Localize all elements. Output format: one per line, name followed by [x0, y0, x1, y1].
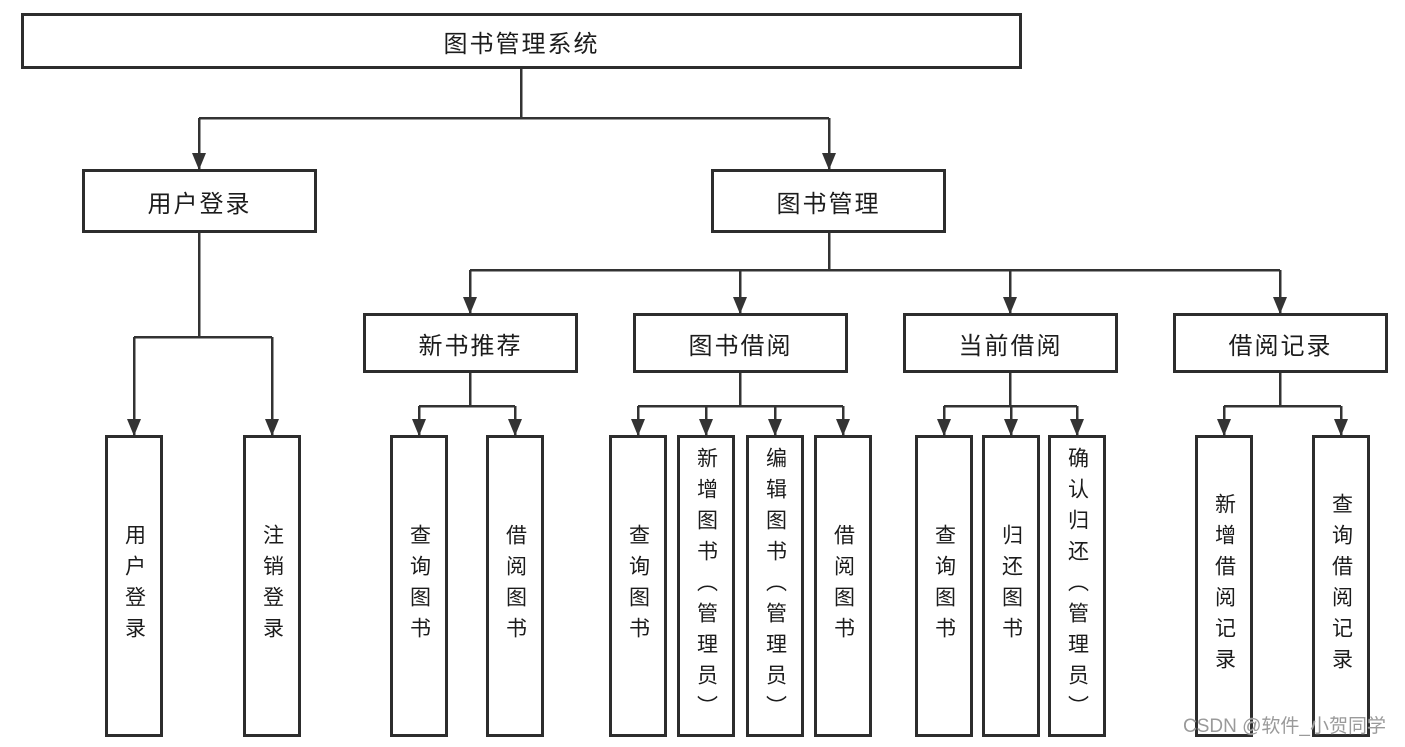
- leaf-user-login: 用户登录: [105, 435, 163, 737]
- node-book-borrow: 图书借阅: [633, 313, 848, 373]
- leaf-borrow-borrow: 借阅图书: [814, 435, 872, 737]
- watermark: CSDN @软件_小贺同学: [1183, 716, 1386, 737]
- node-root: 图书管理系统: [21, 13, 1022, 69]
- leaf-current-return: 归还图书: [982, 435, 1040, 737]
- leaf-borrow-borrow-label: 借阅图书: [831, 524, 855, 648]
- leaf-borrow-query: 查询图书: [609, 435, 667, 737]
- node-book-management-label: 图书管理: [776, 190, 881, 218]
- node-book-borrow-label: 图书借阅: [688, 332, 793, 360]
- node-borrow-record: 借阅记录: [1173, 313, 1388, 373]
- leaf-logout: 注销登录: [243, 435, 301, 737]
- node-user-login: 用户登录: [82, 169, 317, 233]
- leaf-new-book-borrow: 借阅图书: [486, 435, 544, 737]
- leaf-new-book-query-label: 查询图书: [407, 524, 431, 648]
- node-user-login-label: 用户登录: [147, 190, 252, 218]
- leaf-borrow-edit-admin: 编辑图书（管理员）: [746, 435, 804, 737]
- leaf-record-query-label: 查询借阅记录: [1329, 493, 1353, 679]
- leaf-current-confirm-admin-label: 确认归还（管理员）: [1065, 446, 1089, 726]
- leaf-borrow-query-label: 查询图书: [626, 524, 650, 648]
- node-borrow-record-label: 借阅记录: [1228, 332, 1333, 360]
- leaf-new-book-query: 查询图书: [390, 435, 448, 737]
- node-current-borrow-label: 当前借阅: [958, 332, 1063, 360]
- leaf-current-query-label: 查询图书: [932, 524, 956, 648]
- node-new-book-recommend: 新书推荐: [363, 313, 578, 373]
- leaf-new-book-borrow-label: 借阅图书: [503, 524, 527, 648]
- node-current-borrow: 当前借阅: [903, 313, 1118, 373]
- leaf-record-add: 新增借阅记录: [1195, 435, 1253, 737]
- node-root-label: 图书管理系统: [443, 30, 600, 58]
- leaf-current-return-label: 归还图书: [999, 524, 1023, 648]
- leaf-borrow-add-admin-label: 新增图书（管理员）: [694, 446, 718, 726]
- leaf-current-confirm-admin: 确认归还（管理员）: [1048, 435, 1106, 737]
- node-new-book-recommend-label: 新书推荐: [418, 332, 523, 360]
- leaf-logout-label: 注销登录: [260, 524, 284, 648]
- leaf-record-add-label: 新增借阅记录: [1212, 493, 1236, 679]
- arrowheads: [127, 153, 1348, 436]
- leaf-borrow-edit-admin-label: 编辑图书（管理员）: [763, 446, 787, 726]
- leaf-user-login-label: 用户登录: [122, 524, 146, 648]
- leaf-borrow-add-admin: 新增图书（管理员）: [677, 435, 735, 737]
- leaf-current-query: 查询图书: [915, 435, 973, 737]
- leaf-record-query: 查询借阅记录: [1312, 435, 1370, 737]
- node-book-management: 图书管理: [711, 169, 946, 233]
